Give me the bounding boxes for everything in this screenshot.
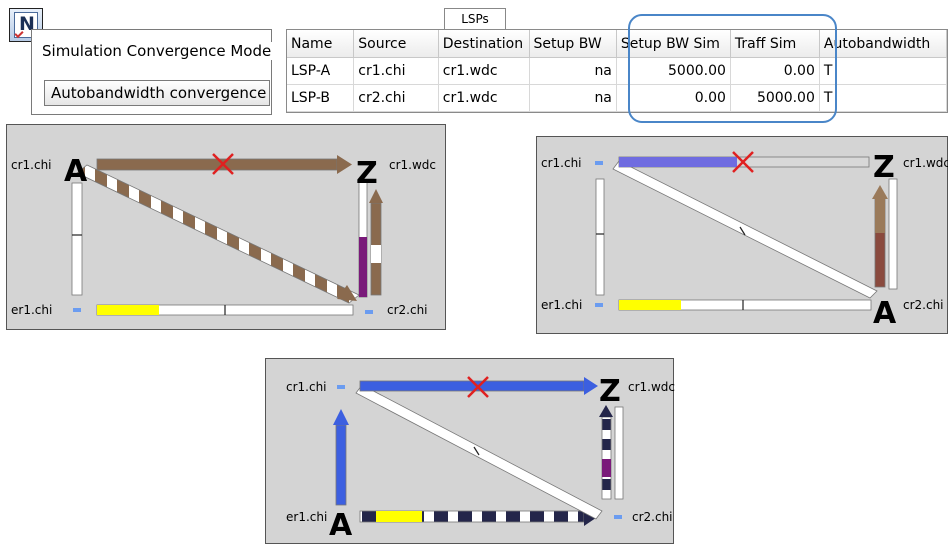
marker-z: Z (599, 374, 621, 409)
link-er1-cr1[interactable] (71, 182, 83, 296)
node-label-bl[interactable]: er1.chi (286, 510, 327, 524)
column-header-setup-bw-sim[interactable]: Setup BW Sim (616, 30, 731, 58)
column-header-source[interactable]: Source (353, 30, 439, 58)
lsp-table: Name Source Destination Setup BW Setup B… (286, 29, 948, 113)
marker-a: A (329, 508, 353, 543)
link-failure-icon (212, 153, 234, 175)
link-failure-icon (467, 376, 489, 398)
link-cr1-cr2[interactable] (355, 384, 603, 520)
node-dot-er1[interactable] (73, 308, 81, 312)
cell-traff-sim: 0.00 (730, 57, 820, 85)
link-wdc-cr2[interactable] (614, 406, 624, 500)
node-label-br[interactable]: cr2.chi (903, 298, 944, 312)
cell-autobandwidth: T (819, 57, 947, 85)
node-dot-cr1[interactable] (337, 385, 345, 389)
node-label-br[interactable]: cr2.chi (632, 510, 673, 524)
cell-setup-bw: na (529, 57, 617, 85)
cell-traff-sim: 5000.00 (730, 84, 820, 112)
app-icon-letter: N (19, 13, 35, 35)
column-header-traff-sim[interactable]: Traff Sim (730, 30, 820, 58)
node-label-bl[interactable]: er1.chi (541, 298, 582, 312)
table-row[interactable]: LSP-B cr2.chi cr1.wdc na 0.00 5000.00 T (287, 84, 947, 112)
network-app-icon[interactable]: N (9, 8, 43, 42)
node-label-tl[interactable]: cr1.chi (11, 158, 52, 172)
cell-autobandwidth: T (819, 84, 947, 112)
marker-z: Z (873, 150, 895, 185)
cell-destination: cr1.wdc (438, 57, 530, 85)
node-label-tr[interactable]: cr1.wdc (628, 380, 675, 394)
node-label-tr[interactable]: cr1.wdc (903, 156, 948, 170)
marker-z: Z (356, 156, 378, 191)
cell-name: LSP-B (287, 84, 355, 112)
table-header-row: Name Source Destination Setup BW Setup B… (287, 30, 947, 58)
convergence-mode-select[interactable]: Autobandwidth convergence (44, 80, 270, 106)
link-cr1-cr2[interactable] (76, 164, 360, 304)
tab-lsps[interactable]: LSPs (444, 8, 506, 29)
link-wdc-cr2[interactable] (888, 178, 898, 290)
node-label-tl[interactable]: cr1.chi (541, 156, 582, 170)
link-er1-cr1[interactable] (595, 178, 605, 296)
cell-destination: cr1.wdc (438, 84, 530, 112)
highlight-box (628, 14, 837, 123)
topology-panel-2: cr1.chi cr1.wdc er1.chi cr2.chi Z A (536, 136, 948, 334)
cell-name: LSP-A (287, 57, 355, 85)
link-er1-cr1[interactable] (335, 424, 347, 506)
app-icon-sheet (14, 12, 38, 38)
column-header-name[interactable]: Name (287, 30, 355, 58)
cell-source: cr2.chi (353, 84, 439, 112)
node-dot-cr2[interactable] (614, 515, 622, 519)
topology-panel-1: cr1.chi cr1.wdc er1.chi cr2.chi A Z (6, 124, 446, 330)
node-dot-cr1[interactable] (595, 161, 603, 165)
topology-panel-3: cr1.chi cr1.wdc er1.chi cr2.chi Z A (265, 358, 675, 544)
cell-setup-bw: na (529, 84, 617, 112)
cell-source: cr1.chi (353, 57, 439, 85)
column-header-destination[interactable]: Destination (438, 30, 530, 58)
convergence-mode-label: Simulation Convergence Mode (40, 42, 274, 60)
column-header-setup-bw[interactable]: Setup BW (529, 30, 617, 58)
node-label-bl[interactable]: er1.chi (11, 303, 52, 317)
link-cr1-cr2[interactable] (612, 160, 878, 299)
marker-a: A (64, 154, 88, 189)
node-label-tr[interactable]: cr1.wdc (389, 158, 436, 172)
link-cr2-wdc[interactable] (601, 416, 612, 500)
cell-setup-bw-sim: 0.00 (616, 84, 731, 112)
column-header-autobandwidth[interactable]: Autobandwidth (819, 30, 947, 58)
node-label-tl[interactable]: cr1.chi (286, 380, 327, 394)
cell-setup-bw-sim: 5000.00 (616, 57, 731, 85)
node-label-br[interactable]: cr2.chi (387, 303, 428, 317)
table-row[interactable]: LSP-A cr1.chi cr1.wdc na 5000.00 0.00 T (287, 57, 947, 85)
link-failure-icon (732, 151, 754, 173)
node-dot-cr2[interactable] (365, 310, 373, 314)
marker-a: A (873, 296, 897, 331)
node-dot-er1[interactable] (595, 303, 603, 307)
